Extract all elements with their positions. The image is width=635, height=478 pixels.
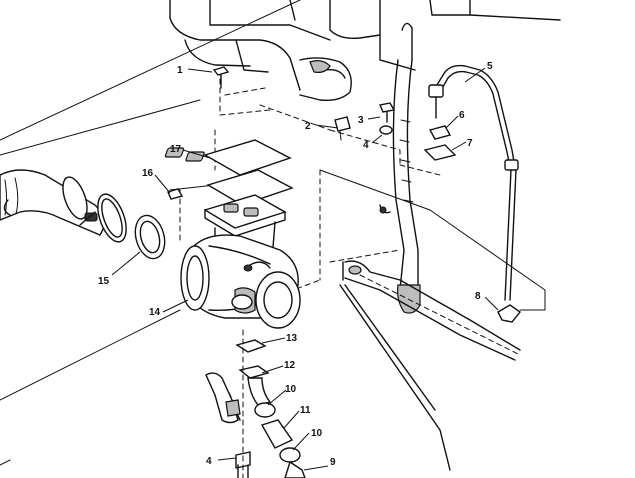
dipstick-tube: [379, 22, 421, 314]
callout-17: 17: [170, 144, 182, 155]
callout-8: 8: [475, 291, 481, 302]
callout-5: 5: [487, 61, 493, 72]
callout-13: 13: [286, 333, 298, 344]
callout-1: 1: [177, 65, 183, 76]
callout-10-lower: 10: [311, 428, 323, 439]
callout-2: 2: [305, 121, 311, 132]
callout-16: 16: [142, 168, 154, 179]
engine-block-outline: [169, 0, 561, 102]
oil-drain-assembly: [205, 329, 306, 478]
callout-3: 3: [358, 115, 364, 126]
callout-6: 6: [459, 110, 465, 121]
callout-10-upper: 10: [285, 384, 297, 395]
callout-leaders: [111, 67, 499, 471]
hose-clamp: [79, 193, 127, 243]
callout-4-upper: 4: [363, 140, 369, 151]
intake-elbow-hose: [0, 169, 105, 236]
callout-12: 12: [284, 360, 296, 371]
oil-supply-line: [428, 64, 519, 301]
turbo-mounting-gasket: [164, 139, 294, 206]
sealing-ring: [134, 214, 166, 260]
callout-15: 15: [98, 276, 110, 287]
callout-14: 14: [149, 307, 161, 318]
callout-7: 7: [467, 138, 473, 149]
lower-bracket-rail: [339, 260, 521, 471]
turbocharger: [180, 234, 301, 329]
callout-9: 9: [330, 457, 336, 468]
capscrews-and-washers: [167, 66, 522, 323]
extension-lines: [0, 0, 546, 466]
turbo-mounting-flange: [203, 194, 287, 261]
callout-numbers: 1 2 3 4 5 6 7 8 9 10 10 11 12 13 14 15 1…: [98, 61, 493, 468]
callout-4-lower: 4: [206, 456, 212, 467]
callout-11: 11: [300, 405, 311, 416]
